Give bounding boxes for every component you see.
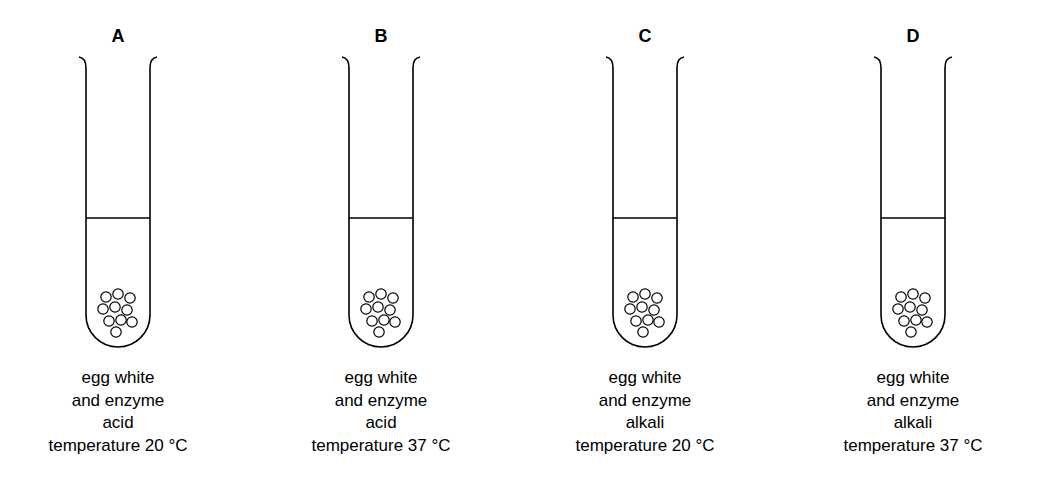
egg-white-piece [906, 327, 916, 337]
egg-white-piece [638, 327, 648, 337]
test-tube [606, 57, 684, 347]
liquid-level [86, 217, 150, 219]
tube-letter: D [907, 26, 920, 46]
egg-white-piece [388, 293, 398, 303]
egg-white-piece [899, 316, 909, 326]
egg-white-piece [127, 317, 137, 327]
egg-white-piece [364, 292, 374, 302]
egg-white-piece [643, 315, 653, 325]
egg-white-piece [628, 292, 638, 302]
tube-caption: acid [365, 413, 396, 433]
tube-letter: C [639, 26, 652, 46]
egg-white-piece [637, 302, 647, 312]
egg-white-piece [104, 316, 114, 326]
egg-white-piece [367, 316, 377, 326]
egg-white-piece [920, 293, 930, 303]
egg-white-piece [125, 293, 135, 303]
egg-white-piece [361, 304, 371, 314]
egg-white-piece [110, 302, 120, 312]
liquid-level [613, 217, 677, 219]
tube-caption: egg white [609, 368, 682, 388]
tube-caption: egg white [877, 368, 950, 388]
egg-white-piece [101, 292, 111, 302]
egg-white-piece [625, 304, 635, 314]
tube-caption: temperature 20 °C [48, 436, 187, 456]
egg-white-piece [122, 305, 132, 315]
egg-white-piece [640, 289, 650, 299]
egg-white-piece [113, 289, 123, 299]
egg-white-piece [98, 304, 108, 314]
egg-white-piece [376, 289, 386, 299]
liquid-level [881, 217, 945, 219]
tube-caption: temperature 37 °C [311, 436, 450, 456]
tube-wall [874, 57, 952, 347]
egg-white-piece [373, 302, 383, 312]
egg-white-piece [922, 317, 932, 327]
tube-letter: B [375, 26, 388, 46]
egg-white-piece [893, 304, 903, 314]
test-tube [874, 57, 952, 347]
egg-white-piece [631, 316, 641, 326]
tube-letter: A [112, 26, 125, 46]
test-tube [342, 57, 420, 347]
tube-caption: alkali [894, 413, 933, 433]
tube-caption: and enzyme [335, 391, 428, 411]
tube-wall [79, 57, 157, 347]
tube-caption: alkali [626, 413, 665, 433]
tube-caption: egg white [345, 368, 418, 388]
egg-white-piece [649, 305, 659, 315]
tube-caption: and enzyme [72, 391, 165, 411]
tube-caption: acid [102, 413, 133, 433]
egg-white-piece [908, 289, 918, 299]
tube-caption: temperature 20 °C [575, 436, 714, 456]
egg-white-piece [379, 315, 389, 325]
egg-white-piece [111, 327, 121, 337]
egg-white-piece [385, 305, 395, 315]
liquid-level [349, 217, 413, 219]
tube-caption: egg white [82, 368, 155, 388]
tube-wall [606, 57, 684, 347]
egg-white-piece [917, 305, 927, 315]
egg-white-piece [652, 293, 662, 303]
tube-caption: and enzyme [599, 391, 692, 411]
test-tube [79, 57, 157, 347]
tube-caption: and enzyme [867, 391, 960, 411]
egg-white-piece [116, 315, 126, 325]
egg-white-piece [896, 292, 906, 302]
egg-white-piece [905, 302, 915, 312]
egg-white-piece [911, 315, 921, 325]
tube-wall [342, 57, 420, 347]
egg-white-piece [654, 317, 664, 327]
tube-caption: temperature 37 °C [843, 436, 982, 456]
egg-white-piece [390, 317, 400, 327]
egg-white-piece [374, 327, 384, 337]
